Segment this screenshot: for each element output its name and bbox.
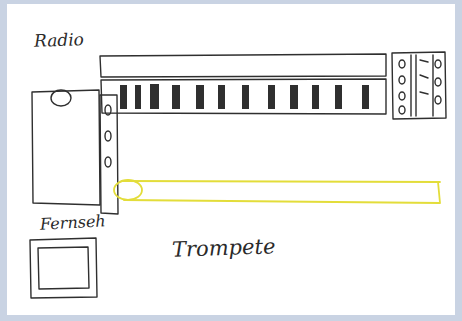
- label-holder: Fernseh: [40, 211, 107, 233]
- speaker-holes: [399, 60, 441, 114]
- tv-frame: [30, 238, 97, 298]
- speaker-box: [392, 52, 446, 119]
- paper-sheet: [7, 4, 455, 315]
- radio-keys-frame: [101, 79, 386, 114]
- label-holder: Radio: [34, 29, 85, 51]
- radio-keys: [120, 84, 369, 109]
- strip-buttons: [105, 105, 111, 167]
- device-label: Radio: [34, 29, 85, 51]
- control-strip: [100, 95, 118, 214]
- device-label: Fernseh: [40, 211, 107, 233]
- label-holder: Trompete: [172, 234, 276, 262]
- left-cabinet: [32, 90, 100, 205]
- tv-screen: [38, 247, 89, 289]
- speaker-lines: [411, 55, 433, 116]
- cabinet-knob: [51, 90, 71, 106]
- trumpet-tube: [114, 180, 440, 203]
- radio-bar: [100, 54, 386, 77]
- device-label: Trompete: [172, 234, 276, 262]
